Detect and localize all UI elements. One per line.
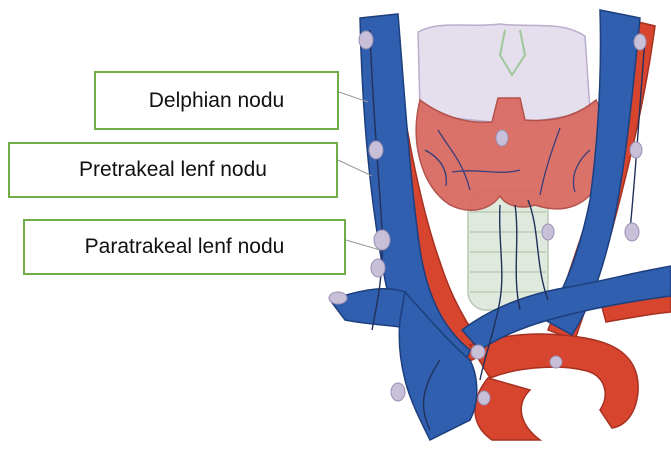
pretracheal-node-label: Pretrakeal lenf nodu — [8, 142, 338, 198]
thyroid-gland — [416, 98, 606, 210]
paratracheal-node-label: Paratrakeal lenf nodu — [23, 219, 346, 275]
descending-aorta — [475, 378, 540, 440]
delphian-node-label: Delphian nodu — [94, 71, 339, 130]
